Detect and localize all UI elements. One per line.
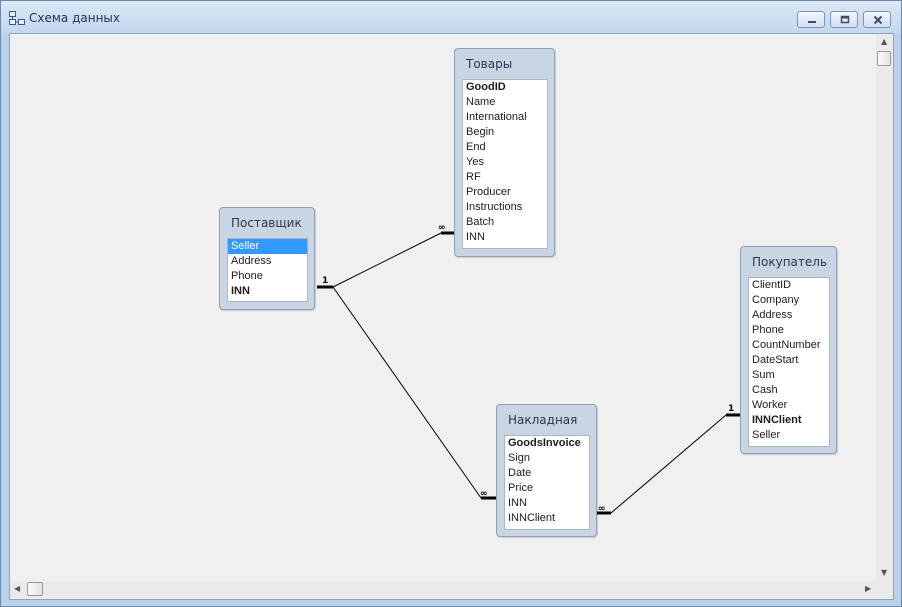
table-field[interactable]: DateStart [752, 354, 799, 366]
table-field[interactable]: Instructions [466, 201, 523, 213]
table-field[interactable]: Yes [466, 156, 484, 168]
relation-many-label: ∞ [480, 489, 488, 499]
relation-one-label: 1 [322, 276, 328, 286]
close-icon [873, 15, 883, 25]
scroll-down-icon[interactable]: ▼ [881, 568, 888, 577]
relation-one-label: 1 [728, 404, 734, 414]
table-field[interactable]: Begin [466, 126, 495, 138]
table-field[interactable]: Company [752, 294, 800, 306]
table-field[interactable]: Sum [752, 369, 775, 381]
scrollbar-corner [876, 581, 893, 598]
table-title: Поставщик [231, 216, 302, 230]
table-field[interactable]: ClientID [752, 279, 792, 291]
table-title: Покупатель [752, 255, 828, 269]
maximize-button[interactable] [830, 11, 858, 28]
table-field[interactable]: Address [231, 255, 272, 267]
minimize-icon [808, 21, 816, 23]
table-field[interactable]: Date [508, 467, 532, 479]
vertical-scroll-thumb[interactable] [877, 51, 891, 66]
table-field[interactable]: CountNumber [752, 339, 821, 351]
table-field[interactable]: Seller [228, 239, 307, 254]
table-field[interactable]: INN [466, 231, 485, 243]
table-field[interactable]: RF [466, 171, 481, 183]
scroll-up-icon[interactable]: ▲ [881, 37, 888, 46]
horizontal-scrollbar[interactable]: ◀ ▶ [10, 581, 876, 598]
table-field[interactable]: INN [231, 285, 250, 297]
table-field[interactable]: Batch [466, 216, 495, 228]
table-title: Товары [466, 57, 513, 71]
window-title: Схема данных [29, 11, 121, 25]
title-bar[interactable]: Схема данных [1, 1, 901, 33]
relationship-lines: 1 ∞ ∞ 1 ∞ [317, 223, 741, 515]
table-field[interactable]: Phone [231, 270, 263, 282]
table-field[interactable]: Worker [752, 399, 788, 411]
table-field[interactable]: Address [752, 309, 793, 321]
relation-line-postavshchik-tovary[interactable] [332, 232, 442, 288]
close-button[interactable] [863, 11, 891, 28]
table-field[interactable]: Name [466, 96, 496, 108]
table-field[interactable]: INNClient [508, 512, 556, 524]
relation-many-label: ∞ [438, 223, 446, 233]
relation-line-postavshchik-nakladnaya[interactable] [332, 286, 482, 499]
table-field[interactable]: GoodID [466, 81, 506, 93]
table-field[interactable]: Seller [752, 429, 781, 441]
scroll-right-icon[interactable]: ▶ [865, 584, 872, 593]
minimize-button[interactable] [797, 11, 825, 28]
table-field[interactable]: GoodsInvoice [508, 437, 581, 449]
table-field[interactable]: Price [508, 482, 534, 494]
vertical-scrollbar[interactable]: ▲ ▼ [876, 34, 893, 581]
scroll-left-icon[interactable]: ◀ [14, 584, 21, 593]
relationships-icon [9, 11, 25, 25]
table-title: Накладная [508, 413, 578, 427]
table-field[interactable]: Cash [752, 384, 778, 396]
horizontal-scroll-thumb[interactable] [27, 582, 43, 596]
table-field[interactable]: INNClient [752, 414, 802, 426]
table-field[interactable]: End [466, 141, 486, 153]
maximize-icon [840, 15, 850, 24]
table-field[interactable]: INN [508, 497, 527, 509]
relation-many-label: ∞ [598, 504, 606, 514]
table-field[interactable]: Sign [508, 452, 531, 464]
table-field[interactable]: International [466, 111, 527, 123]
relation-line-pokupatel-nakladnaya[interactable] [610, 414, 727, 514]
table-field[interactable]: Phone [752, 324, 784, 336]
table-field[interactable]: Producer [466, 186, 511, 198]
